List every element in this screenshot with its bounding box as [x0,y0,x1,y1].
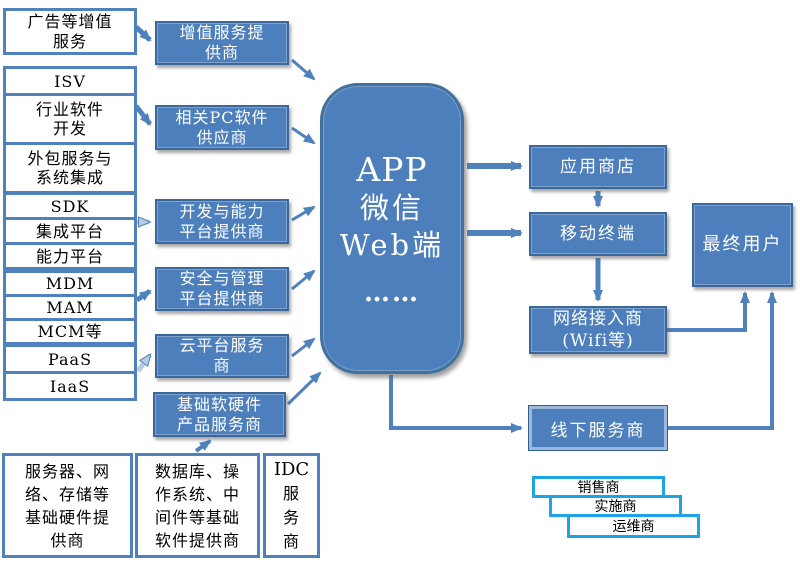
node-industry-software: 行业软件 开发 [3,93,137,145]
label-line: 络、存储等 [24,484,110,504]
label-line: MCM等 [37,322,103,341]
node-vas-provider: 增值服务提 供商 [155,21,289,65]
node-cloud-platform-provider: 云平台服务 商 [155,334,289,378]
label-line: 运维商 [612,519,655,535]
label-line: APP [356,149,428,189]
node-sdk: SDK [3,192,137,220]
label-line: …… [364,277,420,308]
arrow-cloud-to-center [291,337,316,358]
node-dev-capability-provider: 开发与能力 平台提供商 [155,199,289,244]
label-line: Web端 [339,227,445,262]
node-isv-group: ISV 行业软件 开发 外包服务与 系统集成 [3,66,137,194]
node-app-center: APP 微信 Web端 …… [320,83,464,374]
label-line: 供应商 [196,127,248,147]
label-line: IDC [273,458,310,480]
label-line: MAM [46,298,94,317]
label-line: 务 [282,507,300,527]
node-idc-provider: IDC 服 务 商 [263,453,320,558]
label-line: 实施商 [594,499,637,515]
label-line: 能力平台 [35,246,104,266]
node-end-user: 最终用户 [692,203,793,287]
arrow-infra-to-center [286,371,322,406]
arrow-ad-to-vas [134,25,152,42]
label-line: 系统集成 [35,168,104,187]
node-integration-platform: 集成平台 [3,217,137,245]
label-line: 软件提供商 [154,530,240,550]
node-network-access: 网络接入商 (Wifi等) [529,306,667,354]
label-line: 开发与能力 [179,201,265,221]
label-line: 服 [282,483,300,503]
label-line: 基础硬件提 [24,507,110,527]
node-software-suppliers: 数据库、操 作系统、中 间件等基础 软件提供商 [135,453,260,558]
arrow-vas-to-center [291,58,316,81]
label-line: ISV [54,71,86,91]
arrow-dev-to-center [291,205,316,222]
node-hardware-suppliers: 服务器、网 络、存储等 基础硬件提 供商 [2,453,133,558]
label-line: 应用商店 [560,157,636,177]
label-line: 平台提供商 [179,289,265,308]
node-pc-software-provider: 相关PC软件 供应商 [155,105,289,150]
label-line: 广告等增值 [27,11,113,31]
label-line: 开发 [52,119,87,138]
arrow-paas-to-cloud [136,355,152,373]
label-line: 平台提供商 [179,221,265,241]
label-line: 外包服务与 [27,149,113,168]
label-line: 基础软硬件 [176,394,262,414]
label-line: MDM [45,274,95,293]
arrow-mdm-to-security [135,288,152,303]
label-line: 行业软件 [35,100,104,119]
node-mdm-group: MDM MAM MCM等 [3,270,137,345]
arrow-isv-to-pc [134,104,152,126]
node-iaas: IaaS [3,371,137,401]
label-line: 移动终端 [560,224,636,244]
label-line: 网络接入商 [553,309,643,329]
arrow-network-to-user [666,291,750,332]
arrow-pc-to-center [291,126,316,145]
label-line: SDK [50,196,90,216]
label-line: 供商 [50,530,85,550]
label-line: 集成平台 [35,221,104,241]
label-line: 服务器、网 [24,461,110,481]
node-mcm: MCM等 [3,318,137,345]
label-line: 销售商 [577,480,620,496]
label-line: 最终用户 [702,234,783,255]
label-line: 服务 [52,31,87,51]
arrow-table-to-infra [194,439,212,453]
label-line: 微信 [359,190,424,225]
node-capability-platform: 能力平台 [3,242,137,270]
label-line: 线下服务商 [550,420,646,441]
label-line: (Wifi等) [562,331,634,351]
label-line: 增值服务提 [179,23,265,42]
label-line: PaaS [47,349,93,369]
label-line: 供商 [204,43,239,62]
label-line: IaaS [49,376,91,396]
label-line: 作系统、中 [154,484,240,504]
node-security-mgmt-provider: 安全与管理 平台提供商 [155,267,289,311]
node-outsourcing-integration: 外包服务与 系统集成 [3,142,137,194]
node-mam: MAM [3,294,137,321]
arrow-offline-to-user [667,291,777,430]
node-mobile-terminal: 移动终端 [529,212,667,256]
node-infra-product-provider: 基础软硬件 产品服务商 [153,392,286,437]
label-line: 云平台服务 [179,336,265,355]
label-line: 商 [213,356,231,375]
node-offline-provider: 线下服务商 [529,406,667,450]
label-line: 相关PC软件 [175,107,269,127]
node-ad-services: 广告等增值 服务 [3,8,137,55]
node-sdk-group: SDK 集成平台 能力平台 [3,192,137,270]
node-isv: ISV [3,66,137,96]
label-line: 安全与管理 [179,269,265,288]
label-line: 商 [282,531,300,551]
arrow-center-to-offline [389,375,523,433]
label-line: 产品服务商 [176,414,262,434]
label-line: 数据库、操 [154,461,240,481]
arrow-security-to-center [291,269,316,291]
node-app-store: 应用商店 [529,145,667,189]
node-paas: PaaS [3,344,137,374]
label-line: 间件等基础 [154,507,240,527]
node-mdm: MDM [3,270,137,297]
node-ops-provider: 运维商 [567,514,700,538]
node-paas-group: PaaS IaaS [3,344,137,401]
